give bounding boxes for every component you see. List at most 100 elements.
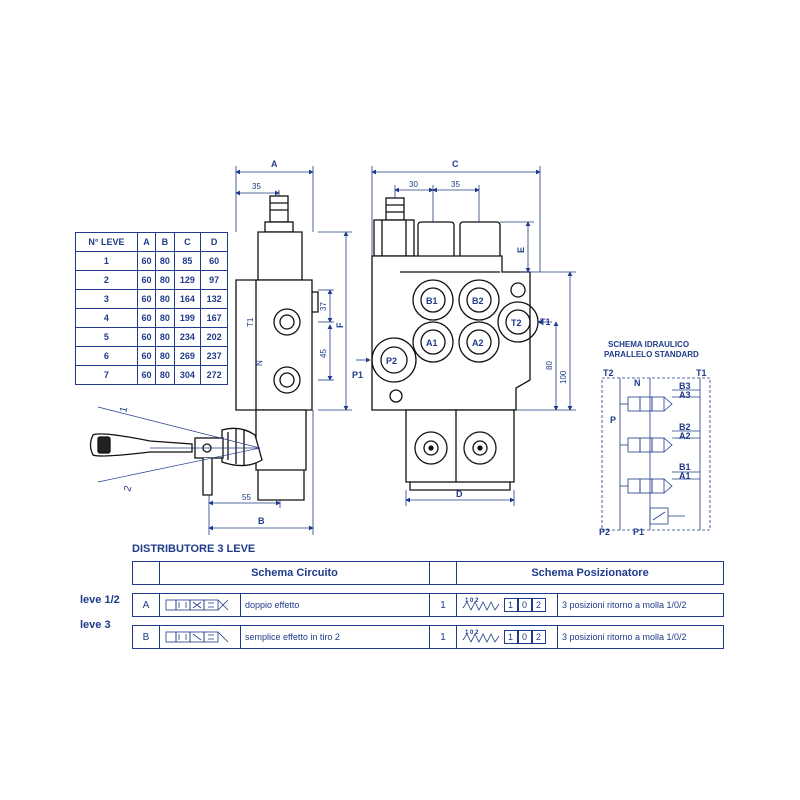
table-cell: 85 xyxy=(173,251,202,271)
pos-box-0: 0 xyxy=(517,598,532,612)
schema-b3: B3 xyxy=(679,381,691,391)
table-cell: 234 xyxy=(173,327,202,347)
table-cell: 80 xyxy=(155,308,175,328)
lever-3-label: leve 3 xyxy=(80,619,111,631)
port-p2-label: P2 xyxy=(386,356,397,366)
spec-title: DISTRIBUTORE 3 LEVE xyxy=(132,543,256,555)
lever-pos-1-label: 1 xyxy=(118,405,130,414)
pos-box-0: 0 xyxy=(517,630,532,644)
table-cell: 304 xyxy=(173,365,202,385)
table-cell: 80 xyxy=(155,365,175,385)
table-cell: 60 xyxy=(136,365,157,385)
side-view xyxy=(89,195,319,501)
table-cell: 3 xyxy=(75,289,138,309)
front-view-dimensions xyxy=(371,166,576,506)
side-p1-label: P1 xyxy=(352,370,363,380)
position-desc: 3 posizioni ritorno a molla 1/0/2 xyxy=(557,625,724,649)
dim-d-label: D xyxy=(456,489,463,499)
col-header: A xyxy=(136,232,157,252)
dim-37-label: 37 xyxy=(319,302,328,311)
side-t1-label: T1 xyxy=(246,317,255,327)
schema-p2: P2 xyxy=(599,527,610,537)
circuit-symbol xyxy=(159,593,241,617)
dim-100-label: 100 xyxy=(559,370,568,384)
spec-table: Schema Circuito Schema Posizionatore A d… xyxy=(132,561,724,649)
dim-e-label: E xyxy=(516,247,526,253)
schema-n: N xyxy=(634,378,641,388)
dim-30-label: 30 xyxy=(409,180,418,189)
position-code: 1 xyxy=(429,625,457,649)
schema-b2: B2 xyxy=(679,422,691,432)
table-cell: 237 xyxy=(200,346,228,366)
pos-box-1: 1 xyxy=(503,630,518,644)
schema-t1: T1 xyxy=(696,368,707,378)
schema-p1: P1 xyxy=(633,527,644,537)
table-cell: 6 xyxy=(75,346,138,366)
table-cell: 129 xyxy=(173,270,202,290)
circuit-symbol xyxy=(159,625,241,649)
circuit-code: A xyxy=(132,593,160,617)
table-cell: 269 xyxy=(173,346,202,366)
front-view xyxy=(371,197,539,491)
position-desc: 3 posizioni ritorno a molla 1/0/2 xyxy=(557,593,724,617)
schema-labels: T2 N T1 B3 A3 P B2 A2 B1 A1 P2 P1 xyxy=(599,368,707,537)
pos-box-1: 1 xyxy=(503,598,518,612)
table-cell: 60 xyxy=(136,327,157,347)
dimensions-table-header: N° LEVE A B C D xyxy=(75,232,228,252)
dim-a-label: A xyxy=(271,159,278,169)
port-b1-label: B1 xyxy=(426,296,438,306)
schema-title-1: SCHEMA IDRAULICO xyxy=(608,340,689,349)
port-t2-label: T2 xyxy=(511,318,522,328)
table-cell: 1 xyxy=(75,251,138,271)
dim-45-label: 45 xyxy=(319,349,328,358)
table-cell: 132 xyxy=(200,289,228,309)
col-header: C xyxy=(173,232,202,252)
table-cell: 7 xyxy=(75,365,138,385)
spec-header-row: Schema Circuito Schema Posizionatore xyxy=(132,561,724,585)
schema-a3: A3 xyxy=(679,390,691,400)
col-header: D xyxy=(200,232,228,252)
side-view-dimensions xyxy=(208,166,352,535)
dim-35a-label: 35 xyxy=(252,182,261,191)
table-cell: 164 xyxy=(173,289,202,309)
position-header: Schema Posizionatore xyxy=(456,561,724,585)
svg-text:1 0 2: 1 0 2 xyxy=(465,598,479,604)
lever-1-2-label: leve 1/2 xyxy=(80,594,120,606)
table-cell: 60 xyxy=(200,251,228,271)
table-cell: 80 xyxy=(155,346,175,366)
table-cell: 202 xyxy=(200,327,228,347)
hydraulic-schema xyxy=(601,377,711,531)
port-a2-label: A2 xyxy=(472,338,484,348)
side-n-label: N xyxy=(255,360,264,366)
circuit-header: Schema Circuito xyxy=(159,561,430,585)
table-cell: 167 xyxy=(200,308,228,328)
spec-header-blank xyxy=(429,561,457,585)
table-cell: 4 xyxy=(75,308,138,328)
port-b2-label: B2 xyxy=(472,296,484,306)
dim-f-label: F xyxy=(335,322,345,328)
lever-pos-2-label: 2 xyxy=(122,484,134,493)
table-cell: 60 xyxy=(136,308,157,328)
table-cell: 60 xyxy=(136,346,157,366)
schema-a1: A1 xyxy=(679,471,691,481)
table-cell: 60 xyxy=(136,289,157,309)
table-cell: 60 xyxy=(136,270,157,290)
col-header: B xyxy=(155,232,175,252)
pos-box-2: 2 xyxy=(531,598,546,612)
position-code: 1 xyxy=(429,593,457,617)
spring-return-symbol-icon: 1 0 2 xyxy=(462,630,500,643)
spec-header-blank xyxy=(132,561,160,585)
schema-title-2: PARALLELO STANDARD xyxy=(604,350,699,359)
dim-80-label: 80 xyxy=(545,361,554,370)
circuit-desc: semplice effetto in tiro 2 xyxy=(240,625,430,649)
col-header: N° LEVE xyxy=(75,232,138,252)
dim-55-label: 55 xyxy=(242,493,251,502)
